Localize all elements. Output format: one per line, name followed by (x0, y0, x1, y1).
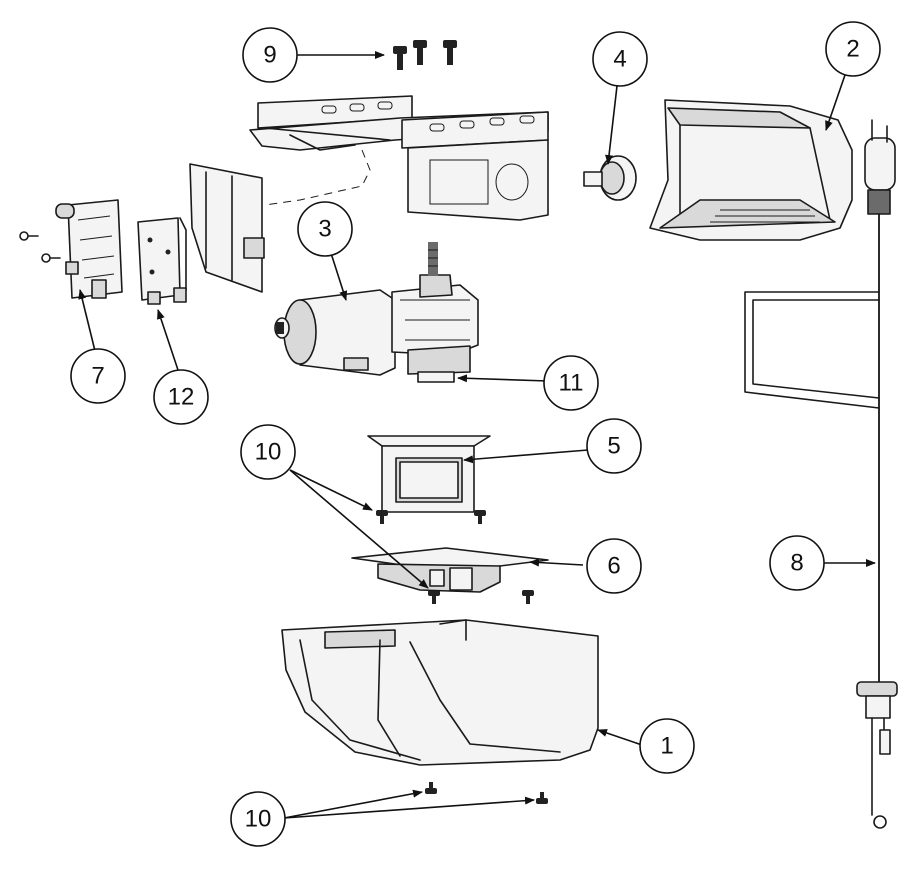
callout-label: 8 (790, 550, 803, 577)
callout-label: 9 (263, 42, 276, 69)
screws-part-10-lower (425, 782, 548, 804)
callout-11: 11 (543, 355, 599, 411)
motor-part-3 (274, 242, 479, 376)
callout-label: 2 (846, 36, 859, 63)
end-cover-part-2 (649, 99, 853, 241)
callout-label: 6 (607, 553, 620, 580)
callout-5: 5 (586, 418, 642, 474)
screw (536, 792, 548, 804)
power-cord-part-8 (744, 119, 898, 829)
callout-label: 12 (168, 384, 195, 411)
screw (376, 510, 388, 524)
callout-label: 4 (613, 46, 626, 73)
screws-part-10-upper (376, 510, 534, 604)
callout-4: 4 (592, 31, 648, 87)
callout-7: 7 (70, 348, 126, 404)
callout-8: 8 (769, 535, 825, 591)
side-bracket (189, 163, 265, 293)
chassis-slots (321, 101, 393, 114)
loose-screw (41, 253, 61, 263)
callout-12: 12 (153, 369, 209, 425)
callout-label: 7 (91, 363, 104, 390)
receiver-board-part-6 (351, 547, 549, 593)
screw (425, 782, 437, 794)
callout-9: 9 (242, 27, 298, 83)
lens-part-5 (367, 435, 491, 513)
callout-10-upper: 10 (240, 424, 296, 480)
mounting-chassis (249, 95, 549, 221)
callout-label: 3 (318, 216, 331, 243)
leader-arrows (78, 51, 876, 819)
screw (413, 40, 427, 65)
callout-label: 10 (255, 439, 282, 466)
callout-10-lower: 10 (230, 791, 286, 847)
screw (443, 40, 457, 65)
callout-1: 1 (639, 718, 695, 774)
callouts: 9 4 2 3 7 12 11 10 (70, 21, 881, 847)
bracket-part-12 (137, 217, 187, 305)
plug (864, 119, 896, 215)
callout-3: 3 (297, 201, 353, 257)
strain-relief (856, 681, 898, 719)
chassis-slots-right (429, 115, 535, 132)
gear-assembly-part-11 (407, 345, 471, 383)
callout-label: 11 (559, 370, 584, 397)
logic-board-part-7 (19, 199, 123, 299)
screws-part-9 (393, 40, 457, 70)
callout-label: 10 (245, 806, 272, 833)
callout-label: 5 (607, 433, 620, 460)
callout-label: 1 (660, 733, 673, 760)
callout-6: 6 (586, 538, 642, 594)
screw (522, 590, 534, 604)
main-cover-part-1 (281, 619, 599, 766)
cord-tag (744, 291, 880, 409)
callout-2: 2 (825, 21, 881, 77)
light-socket-part-4 (583, 155, 637, 201)
screw (474, 510, 486, 524)
screw (428, 590, 440, 604)
loose-screw (19, 231, 39, 241)
screw (393, 46, 407, 70)
